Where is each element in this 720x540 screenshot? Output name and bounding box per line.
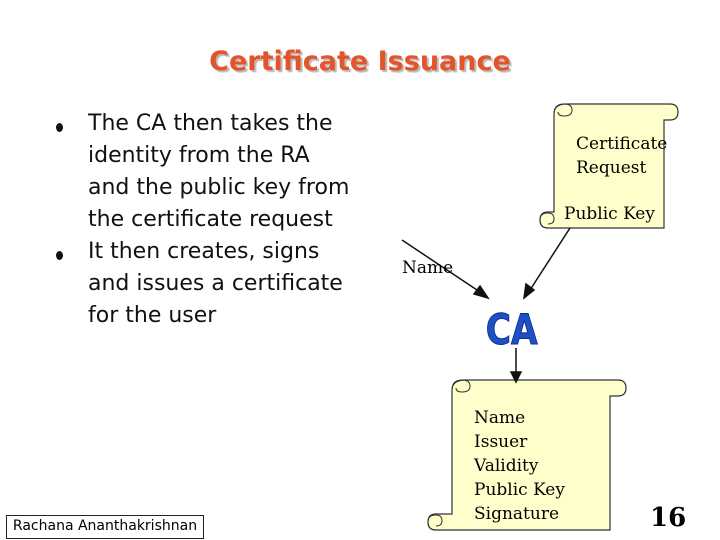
bullet-text: The CA then takes the identity from the …	[88, 111, 350, 232]
certificate-scroll	[427, 379, 627, 531]
bullet-list: The CA then takes the identity from the …	[52, 108, 352, 332]
certificate-fields: Name Issuer Validity Public Key Signatur…	[474, 406, 565, 526]
certificate-request-scroll	[539, 103, 679, 229]
certificate-field-public-key: Public Key	[474, 480, 565, 500]
bullet-icon	[56, 251, 63, 260]
request-title-line2: Request	[576, 158, 647, 178]
bullet-item: It then creates, signs and issues a cert…	[52, 236, 352, 332]
certificate-field-name: Name	[474, 408, 526, 428]
name-arrow	[401, 239, 481, 293]
request-title-line1: Certificate	[576, 134, 668, 154]
slide-title: Certificate Issuance	[209, 46, 511, 77]
footer-author: Rachana Ananthakrishnan	[6, 515, 204, 539]
ca-logo: CA	[486, 306, 538, 355]
flow-arrows	[401, 227, 571, 384]
public-key-arrow	[529, 227, 571, 291]
bullet-item: The CA then takes the identity from the …	[52, 108, 352, 236]
name-label: Name	[402, 258, 454, 278]
arrowhead-icon	[509, 371, 523, 384]
certificate-field-validity: Validity	[474, 456, 539, 476]
certificate-field-signature: Signature	[474, 504, 560, 524]
request-title: Certificate Request	[576, 132, 668, 180]
page-number: 16	[650, 503, 687, 533]
bullet-icon	[56, 123, 63, 132]
request-public-key: Public Key	[564, 204, 655, 224]
arrowhead-icon	[522, 282, 536, 300]
arrowhead-icon	[472, 284, 490, 300]
certificate-field-issuer: Issuer	[474, 432, 528, 452]
bullet-text: It then creates, signs and issues a cert…	[88, 239, 343, 328]
